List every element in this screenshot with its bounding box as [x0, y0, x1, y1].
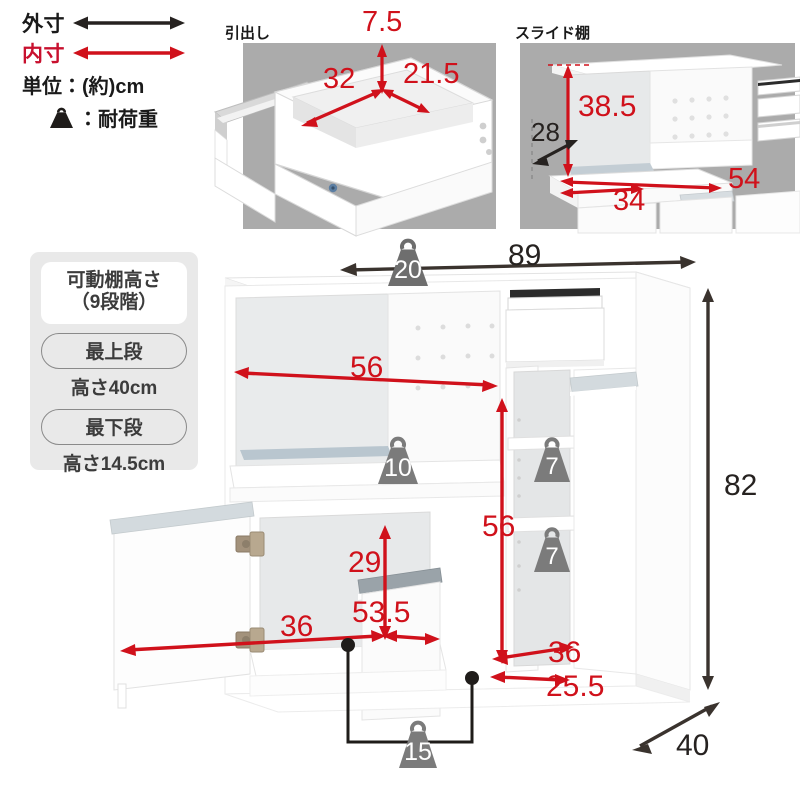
info-card-bottom-pill: 最下段 — [41, 408, 187, 445]
info-card-heading-line1: 可動棚高さ — [66, 270, 162, 291]
load-badge-right-shelf-upper-value: 7 — [545, 453, 559, 480]
main-dim-right-column-56: 56 — [482, 510, 516, 543]
adjustable-shelf-info-card: 可動棚高さ （9段階） 最上段 高さ40cm 最下段 高さ14.5cm — [30, 252, 198, 475]
legend-outer-arrow-icon — [73, 14, 185, 32]
legend-inner-row: 内寸 — [22, 38, 222, 68]
load-badge-open-shelf-value: 10 — [384, 454, 412, 482]
weight-icon — [48, 107, 75, 129]
main-dim-right-depth-36: 36 — [548, 636, 582, 669]
main-cabinet-illustration — [109, 271, 691, 721]
main-dim-right-depth-25-5: 25.5 — [546, 670, 605, 703]
drawer-dimension-arrows — [301, 44, 430, 127]
panel-drawer-title: 引出し — [225, 25, 271, 42]
slide-shelf-illustration — [548, 54, 800, 234]
slide-shelf-dimension-arrows — [531, 64, 722, 198]
load-badge-right-shelf-lower-value: 7 — [545, 543, 559, 570]
legend: 外寸 内寸 単位：(約)cm ：耐荷重 — [22, 8, 222, 132]
main-dim-open-shelf-56: 56 — [350, 351, 384, 384]
panel-slide-shelf: スライド棚 — [515, 22, 590, 43]
slide-shelf-dim-54: 54 — [728, 163, 761, 195]
drawer-dim-21-5: 21.5 — [403, 58, 460, 90]
slide-shelf-dim-34: 34 — [613, 185, 646, 217]
panel-slide-shelf-title: スライド棚 — [515, 25, 591, 42]
main-cabinet-dimension-arrows — [120, 256, 720, 754]
main-dim-89: 89 — [508, 239, 542, 272]
load-badge-right-shelf-lower: 7 — [531, 527, 573, 574]
main-dim-left-width-53-5: 53.5 — [352, 596, 411, 629]
info-card-top-pill: 最上段 — [41, 332, 187, 369]
load-badge-lower-cabinet-value: 15 — [404, 738, 432, 766]
info-card-heading: 可動棚高さ （9段階） — [41, 262, 187, 324]
panel-drawer: 引出し — [225, 22, 270, 43]
load-badge-lower-cabinet: 15 — [396, 720, 440, 770]
info-card-heading-line2: （9段階） — [70, 292, 158, 314]
legend-load-row: ：耐荷重 — [22, 103, 222, 132]
load-badge-top-board-value: 20 — [394, 256, 422, 284]
drawer-dim-32: 32 — [323, 63, 356, 95]
slide-shelf-dim-28: 28 — [531, 117, 560, 147]
load-badge-open-shelf: 10 — [375, 436, 421, 486]
info-card-top-value: 高さ40cm — [70, 377, 158, 399]
load-badge-top-board: 20 — [385, 238, 431, 288]
main-dim-40: 40 — [676, 729, 710, 762]
main-dim-left-depth-36: 36 — [280, 610, 314, 643]
legend-load-label: ：耐荷重 — [78, 109, 158, 131]
legend-inner-label: 内寸 — [22, 43, 65, 66]
legend-outer-row: 外寸 — [22, 8, 222, 38]
drawer-illustration — [213, 57, 494, 237]
drawer-dim-7-5: 7.5 — [362, 6, 403, 38]
slide-shelf-dim-38-5: 38.5 — [578, 90, 637, 123]
legend-unit-label: 単位：(約)cm — [22, 76, 145, 98]
main-dim-82: 82 — [724, 469, 758, 502]
main-dim-left-height-29: 29 — [348, 546, 382, 579]
legend-inner-arrow-icon — [73, 44, 185, 62]
legend-outer-label: 外寸 — [22, 13, 65, 36]
info-card-bottom-value: 高さ14.5cm — [62, 453, 166, 475]
load-badge-right-shelf-upper: 7 — [531, 437, 573, 484]
